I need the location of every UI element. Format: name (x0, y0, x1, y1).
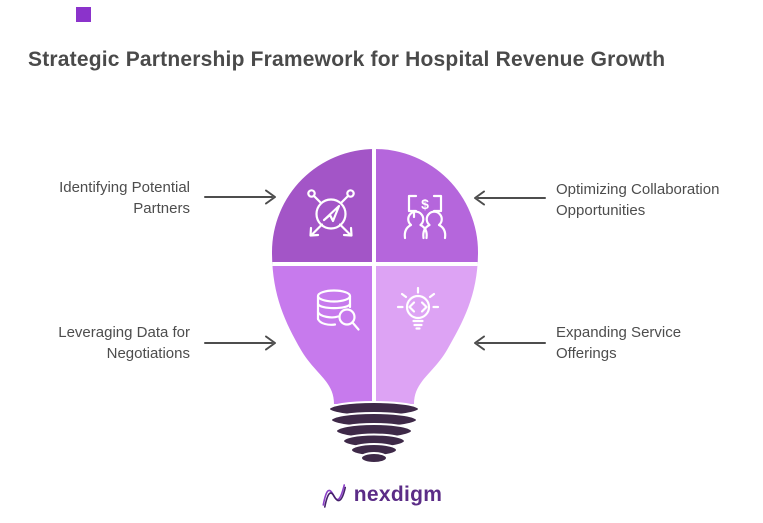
arrow-expanding-service (474, 335, 546, 351)
nexdigm-logo-icon (321, 484, 346, 508)
share-network-icon (307, 189, 355, 237)
arrow-leveraging-data (204, 335, 276, 351)
dollar-glyph: $ (421, 196, 429, 212)
screw-thread (360, 452, 388, 464)
label-expanding-service-offerings: Expanding Service Offerings (556, 324, 682, 362)
brand-logo-text: nexdigm (353, 483, 443, 506)
brand-logo: nexdigm (321, 481, 442, 509)
arrow-identifying-partners (204, 189, 276, 205)
bulb-quadrants (272, 149, 478, 404)
bulb-screw-base (328, 401, 420, 464)
label-identifying-potential-partners: Identifying Potential Partners (59, 179, 190, 217)
collaboration-funding-icon: $ (403, 194, 447, 240)
idea-code-icon (396, 286, 440, 330)
label-optimizing-collaboration-opportunities: Optimizing Collaboration Opportunities (556, 181, 720, 219)
quadrant-bottom-right (374, 264, 478, 404)
arrow-optimizing-collaboration (474, 190, 546, 206)
data-search-icon (316, 289, 360, 331)
accent-square-shape (76, 7, 91, 22)
label-leveraging-data-for-negotiations: Leveraging Data for Negotiations (58, 324, 190, 362)
corner-accent-square (76, 7, 91, 22)
page-title: Strategic Partnership Framework for Hosp… (28, 48, 666, 71)
